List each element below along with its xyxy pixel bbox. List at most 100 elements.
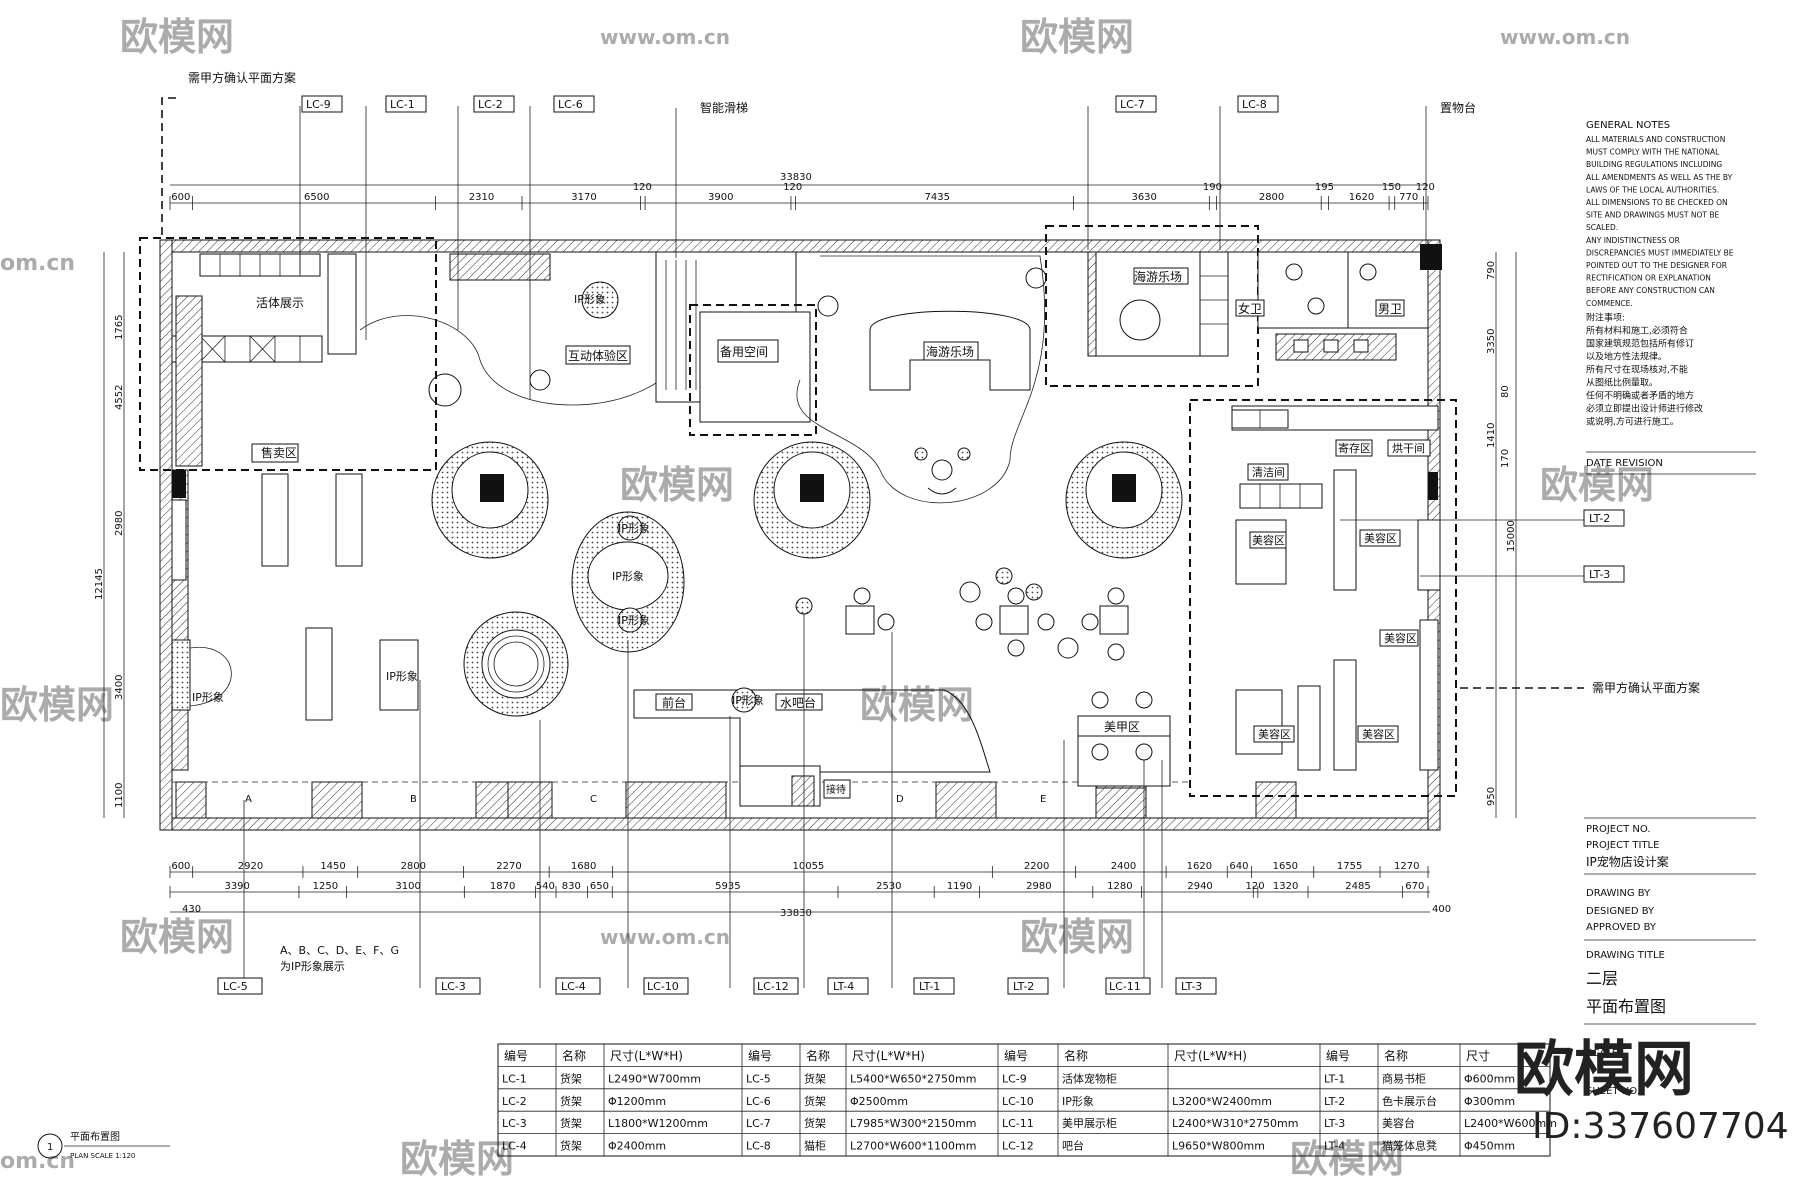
dim-text: 2485 (1345, 881, 1370, 892)
table-cell: LC-10 (1002, 1095, 1034, 1108)
dim-text: 120 (783, 182, 802, 193)
note-ip-2: 为IP形象展示 (280, 960, 345, 973)
dim-text: 600 (171, 192, 190, 203)
note-smart-slide: 智能滑梯 (700, 100, 748, 115)
right-dimensions: 790 3350 80 1410 170 15000 950 (1486, 252, 1517, 818)
svg-text:4552: 4552 (114, 385, 125, 410)
table-cell: 美甲展示柜 (1062, 1117, 1117, 1130)
dim-text: 1870 (490, 881, 515, 892)
table-cell: Φ600mm (1464, 1072, 1515, 1085)
upper-middle: 备用空间 IP形象 互动体验区 (359, 251, 1047, 436)
svg-text:LT-3: LT-3 (1589, 568, 1610, 581)
table-cell: 货架 (804, 1094, 826, 1108)
dim-text: 2980 (1026, 881, 1051, 892)
notes-line: ALL DIMENSIONS TO BE CHECKED ON (1586, 198, 1728, 207)
room-live-display: 活体展示 (256, 296, 304, 310)
ip-label-c: IP形象 (574, 293, 606, 306)
table-cell: 货架 (560, 1071, 582, 1085)
bottom-tags: LC-5 LC-3 LC-4 LC-10 LC-12 LT-4 LT-1 LT-… (217, 977, 1217, 995)
central-play-area: 海游乐场 (796, 255, 1046, 504)
dim-text: 540 (536, 881, 555, 892)
svg-text:1765: 1765 (114, 315, 125, 340)
table-header: 名称 (1384, 1048, 1408, 1063)
dim-text: 640 (1229, 861, 1248, 872)
svg-text:www.om.cn: www.om.cn (600, 925, 730, 949)
notes-cn-line: 国家建筑规范包括所有修订 (1586, 337, 1694, 349)
notes-cn-line: 以及地方性法规律。 (1586, 350, 1667, 362)
dim-text: 2270 (496, 861, 521, 872)
table-cell: Φ300mm (1464, 1095, 1515, 1108)
notes-line: DISCREPANCIES MUST IMMEDIATELY BE (1586, 248, 1734, 257)
leaders (161, 97, 1584, 988)
notes-cn-title: 附注事项: (1586, 311, 1625, 323)
table-cell: 货架 (560, 1139, 582, 1153)
dim-text: 3390 (224, 881, 249, 892)
dim-text: 5935 (715, 881, 740, 892)
drawing-notes: 需甲方确认平面方案 智能滑梯 置物台 需甲方确认平面方案 A、B、C、D、E、F… (188, 70, 1700, 973)
left-dimensions: 1765 4552 2980 12145 3400 1100 (94, 252, 125, 818)
room-beauty-4: 美容区 (1258, 727, 1291, 741)
note-confirm-right: 需甲方确认平面方案 (1592, 680, 1700, 695)
title-line1: 二层 (1586, 969, 1618, 988)
table-cell: LC-6 (746, 1095, 771, 1108)
dim-text: 3630 (1131, 192, 1156, 203)
room-interactive: 互动体验区 (568, 348, 628, 363)
dim-text: 2800 (1259, 192, 1284, 203)
svg-text:1100: 1100 (114, 783, 125, 808)
svg-text:LT-2: LT-2 (1589, 512, 1610, 525)
svg-text:33830: 33830 (780, 908, 812, 919)
table-cell: 活体宠物柜 (1062, 1071, 1117, 1085)
general-notes-panel: GENERAL NOTES ALL MATERIALS AND CONSTRUC… (1586, 120, 1756, 475)
svg-text:LT-4: LT-4 (833, 980, 854, 993)
tag-lc7: LC-7 (1120, 98, 1145, 111)
table-cell: L2490*W700mm (608, 1072, 701, 1085)
room-women-wc: 女卫 (1238, 301, 1262, 316)
notes-cn-line: 必须立即提出设计师进行修改 (1586, 402, 1703, 414)
svg-text:LC-3: LC-3 (441, 980, 466, 993)
notes-cn-line: 任何不明确或者矛盾的地方 (1586, 389, 1694, 401)
table-cell: Φ2500mm (850, 1095, 908, 1108)
room-sea-park-2: 海游乐场 (1134, 269, 1182, 284)
table-cell: L7985*W300*2150mm (850, 1117, 976, 1130)
svg-text:DRAWING TITLE: DRAWING TITLE (1586, 950, 1665, 961)
table-cell: LC-3 (502, 1117, 527, 1130)
svg-text:DRAWING BY: DRAWING BY (1586, 888, 1651, 899)
room-front-desk: 前台 (662, 695, 686, 710)
dim-text: 650 (590, 881, 609, 892)
dim-text: 1755 (1337, 861, 1362, 872)
note-confirm-top: 需甲方确认平面方案 (188, 70, 296, 85)
brand-stamp: 欧模网 ID:337607704 (1514, 1035, 1789, 1147)
room-drying: 烘干间 (1392, 441, 1425, 455)
dim-text: 600 (171, 861, 190, 872)
room-beauty-3: 美容区 (1384, 631, 1417, 645)
dim-text: 1320 (1273, 881, 1298, 892)
dim-text: 2800 (401, 861, 426, 872)
svg-text:欧模网: 欧模网 (120, 915, 234, 959)
svg-text:3350: 3350 (1486, 329, 1497, 354)
svg-text:欧模网: 欧模网 (1290, 1137, 1404, 1181)
table-header: 编号 (748, 1048, 772, 1063)
table-cell: L1800*W1200mm (608, 1117, 708, 1130)
svg-text:3400: 3400 (114, 675, 125, 700)
svg-text:E: E (1040, 794, 1046, 805)
table-cell: L2400*W310*2750mm (1172, 1117, 1298, 1130)
table-cell: IP形象 (1062, 1095, 1094, 1108)
dim-text: 1650 (1273, 861, 1298, 872)
svg-text:om.cn: om.cn (0, 251, 75, 276)
room-sea-park-1: 海游乐场 (926, 344, 974, 359)
tag-lc1: LC-1 (390, 98, 415, 111)
table-cell: LT-2 (1324, 1095, 1345, 1108)
dim-text: 2200 (1024, 861, 1049, 872)
room-spare-space: 备用空间 (720, 345, 768, 359)
notes-line: BEFORE ANY CONSTRUCTION CAN (1586, 286, 1715, 295)
svg-text:LT-3: LT-3 (1181, 980, 1202, 993)
table-cell: L5400*W650*2750mm (850, 1072, 976, 1085)
table-cell: L2400*W600mm (1464, 1117, 1557, 1130)
notes-line: COMMENCE. (1586, 299, 1633, 308)
dim-text: 6500 (304, 192, 329, 203)
notes-line: ALL AMENDMENTS AS WELL AS THE BY (1586, 173, 1733, 182)
ip-label-b: IP形象 (386, 670, 418, 683)
dim-text: 2920 (238, 861, 263, 872)
